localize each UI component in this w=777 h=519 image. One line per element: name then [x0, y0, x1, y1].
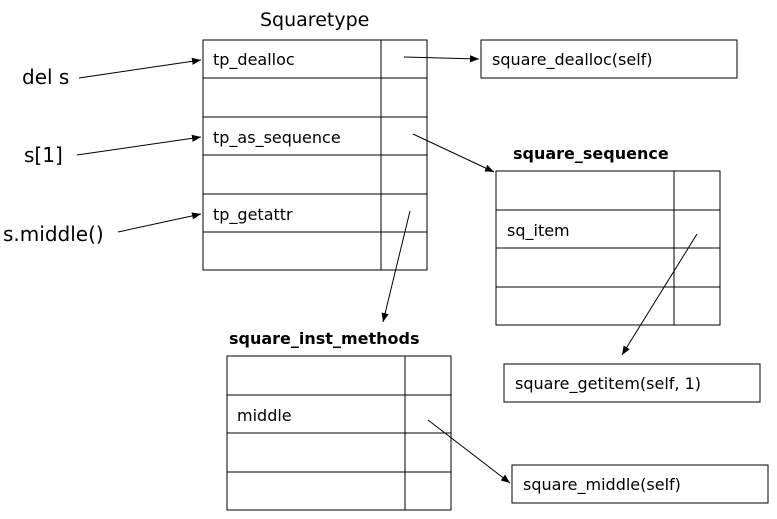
slot-sq-item: sq_item	[507, 221, 570, 241]
slot-tp-as-sequence: tp_as_sequence	[213, 128, 341, 148]
arrow-middle-to-function	[427, 419, 511, 484]
squaretype-title: Squaretype	[260, 9, 369, 31]
slot-middle: middle	[237, 406, 292, 425]
function-middle-label: square_middle(self)	[523, 475, 681, 495]
function-dealloc-label: square_dealloc(self)	[492, 50, 653, 70]
function-getitem-label: square_getitem(self, 1)	[515, 374, 701, 394]
arrow-tp-dealloc-to-function	[403, 55, 480, 63]
arrow-method-to-tp-getattr	[117, 212, 202, 233]
caller-s-middle: s.middle()	[3, 222, 104, 246]
square-sequence-title: square_sequence	[513, 144, 669, 163]
function-box-dealloc: square_dealloc(self)	[480, 39, 738, 79]
arrow-index-to-tp-as-sequence	[76, 134, 202, 156]
arrow-tp-as-sequence-to-square-sequence	[412, 133, 495, 173]
slot-tp-getattr: tp_getattr	[213, 205, 293, 225]
function-box-getitem: square_getitem(self, 1)	[503, 363, 761, 403]
arrow-del-to-tp-dealloc	[78, 57, 202, 79]
function-box-middle: square_middle(self)	[511, 464, 769, 504]
caller-s-index: s[1]	[24, 143, 63, 167]
square-inst-methods-table: middle	[226, 355, 452, 511]
arrow-tp-getattr-to-inst-methods	[381, 210, 411, 323]
arrow-sq-item-to-getitem	[621, 233, 698, 356]
slot-tp-dealloc: tp_dealloc	[213, 50, 295, 70]
squaretype-table: tp_dealloc tp_as_sequence tp_getattr	[202, 39, 428, 271]
caller-del-s: del s	[22, 65, 69, 89]
square-sequence-table: sq_item	[495, 170, 721, 326]
square-inst-methods-title: square_inst_methods	[229, 329, 419, 348]
